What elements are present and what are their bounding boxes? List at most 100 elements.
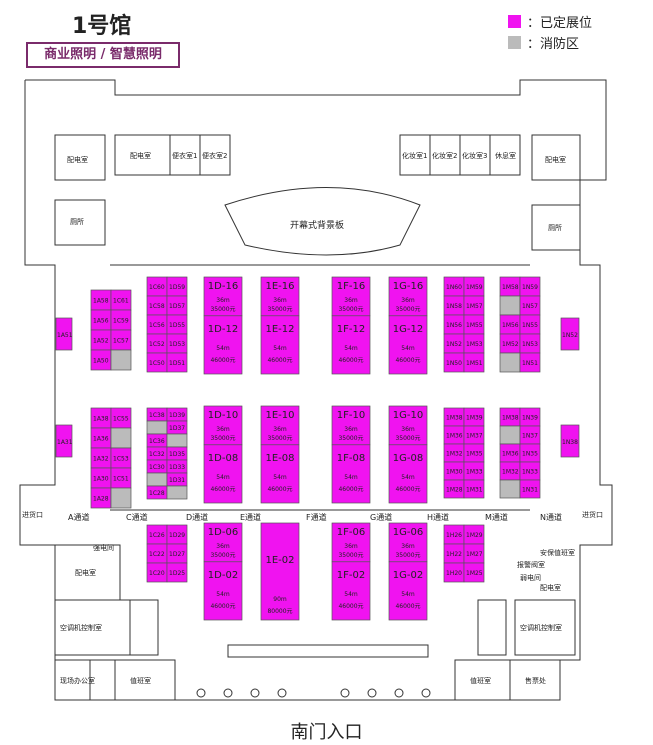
big-booth-text-1: 36m xyxy=(344,297,358,304)
label-makeup-2: 化妆室2 xyxy=(432,151,457,160)
label-site-office: 现场办公室 xyxy=(60,676,95,685)
big-booth-text-0: 1G-06 xyxy=(393,527,423,538)
big-booth-text-3: 1F-12 xyxy=(337,324,365,335)
door-2[interactable] xyxy=(223,688,233,698)
booth-A_mid-3[interactable] xyxy=(110,427,132,449)
booth-label-1M36: 1M36 xyxy=(446,433,463,440)
big-booth-text-2: 35000元 xyxy=(210,552,235,559)
legend-label-booked: ：已定展位 xyxy=(527,16,593,31)
booth-M_top-8[interactable] xyxy=(499,352,521,373)
booth-1E-10[interactable] xyxy=(260,405,300,446)
booth-1E-12[interactable] xyxy=(260,315,300,375)
big-booth-text-4: 54m xyxy=(344,474,358,481)
booth-label-1M53: 1M53 xyxy=(466,341,483,348)
booth-1N31[interactable] xyxy=(519,479,541,499)
legend-fire: ：消防区 xyxy=(508,33,579,52)
big-booth-text-5: 46000元 xyxy=(395,486,420,493)
booth-label-1M30: 1M30 xyxy=(446,469,463,476)
door-1[interactable] xyxy=(196,688,206,698)
booth-1A51[interactable] xyxy=(55,317,73,351)
booth-1F-12[interactable] xyxy=(331,315,371,375)
big-booth-text-1: 36m xyxy=(216,543,230,550)
booth-1G-16[interactable] xyxy=(388,276,428,317)
booth-1E-02[interactable] xyxy=(260,522,300,621)
booth-1F-08[interactable] xyxy=(331,444,371,504)
booth-label-1C51: 1C51 xyxy=(113,476,129,483)
booth-1G-10[interactable] xyxy=(388,405,428,446)
booth-C_mid-13[interactable] xyxy=(166,485,188,500)
booth-M_mid-2[interactable] xyxy=(499,425,521,445)
big-booth-text-5: 46000元 xyxy=(395,603,420,610)
booth-M_top-2[interactable] xyxy=(499,295,521,316)
stage-outline xyxy=(224,187,421,256)
booth-M_mid-8[interactable] xyxy=(499,479,521,499)
door-5[interactable] xyxy=(340,688,350,698)
booth-1M25[interactable] xyxy=(463,562,485,583)
big-booth-text-5: 46000元 xyxy=(210,603,235,610)
label-vip-2: 便衣室2 xyxy=(202,151,227,160)
aisle-G: G通道 xyxy=(370,512,392,522)
booth-1G-02[interactable] xyxy=(388,561,428,621)
door-6[interactable] xyxy=(367,688,377,698)
booth-label-1A30: 1A30 xyxy=(93,476,109,483)
booth-label-1A58: 1A58 xyxy=(93,298,109,305)
booth-1D25[interactable] xyxy=(166,562,188,583)
label-ac-control-r: 空调机控制室 xyxy=(520,623,562,632)
toilet-box xyxy=(54,199,106,246)
power-room-box xyxy=(54,134,106,181)
aisle-H: H通道 xyxy=(427,512,449,522)
booth-1D-10[interactable] xyxy=(203,405,243,446)
booth-1F-02[interactable] xyxy=(331,561,371,621)
booth-1G-08[interactable] xyxy=(388,444,428,504)
big-booth-text-0: 1D-16 xyxy=(208,281,238,292)
booth-1G-12[interactable] xyxy=(388,315,428,375)
booth-1D-12[interactable] xyxy=(203,315,243,375)
door-4[interactable] xyxy=(277,688,287,698)
booth-label-1M38: 1M38 xyxy=(502,415,519,422)
big-booth-text-4: 54m xyxy=(401,591,415,598)
booth-label-1M38: 1M38 xyxy=(446,415,463,422)
booth-label-1A31: 1A31 xyxy=(57,439,73,446)
legend-label-fire: ：消防区 xyxy=(527,37,580,52)
big-booth-text-5: 46000元 xyxy=(267,486,292,493)
booth-1F-10[interactable] xyxy=(331,405,371,446)
booth-1M31[interactable] xyxy=(463,479,485,499)
booth-1D-08[interactable] xyxy=(203,444,243,504)
booth-C_mid-10[interactable] xyxy=(146,472,168,487)
booth-1N38[interactable] xyxy=(560,424,580,458)
booth-label-1M28: 1M28 xyxy=(446,487,463,494)
label-makeup-3: 化妆室3 xyxy=(462,151,487,160)
booth-C_mid-5[interactable] xyxy=(166,433,188,448)
booth-1D-16[interactable] xyxy=(203,276,243,317)
booth-label-1M32: 1M32 xyxy=(502,469,519,476)
label-security: 安保值班室 xyxy=(540,548,575,557)
label-toilet: 厕所 xyxy=(70,217,84,226)
big-booth-text-2: 35000元 xyxy=(338,552,363,559)
booth-C_mid-2[interactable] xyxy=(146,420,168,435)
booth-1N51[interactable] xyxy=(519,352,541,373)
label-duty-room-l: 值班室 xyxy=(130,676,151,685)
floor-plan: 配电室 厕所 配电室 便衣室1 便衣室2 化妆室1 化妆室2 化妆室3 休息室 … xyxy=(19,79,613,701)
booth-A_top-7[interactable] xyxy=(110,349,132,371)
door-3[interactable] xyxy=(250,688,260,698)
booth-label-1C50: 1C50 xyxy=(149,360,165,367)
booth-1A31[interactable] xyxy=(55,424,73,458)
booth-label-1N59: 1N59 xyxy=(522,284,538,291)
big-booth-text-1: 36m xyxy=(273,426,287,433)
e02-text-2: 80000元 xyxy=(267,608,292,615)
big-booth-text-4: 54m xyxy=(401,345,415,352)
booth-1F-06[interactable] xyxy=(331,522,371,563)
booth-1M51[interactable] xyxy=(463,352,485,373)
booth-1N52[interactable] xyxy=(560,317,580,351)
booth-label-1D57: 1D57 xyxy=(169,303,185,310)
booth-1E-08[interactable] xyxy=(260,444,300,504)
booth-1D51[interactable] xyxy=(166,352,188,373)
door-7[interactable] xyxy=(394,688,404,698)
booth-A_mid-9[interactable] xyxy=(110,487,132,509)
door-8[interactable] xyxy=(421,688,431,698)
aisle-A: A通道 xyxy=(68,512,89,522)
booth-1D-02[interactable] xyxy=(203,561,243,621)
booth-label-1D27: 1D27 xyxy=(169,551,185,558)
booth-1E-16[interactable] xyxy=(260,276,300,317)
booth-label-1N58: 1N58 xyxy=(446,303,462,310)
